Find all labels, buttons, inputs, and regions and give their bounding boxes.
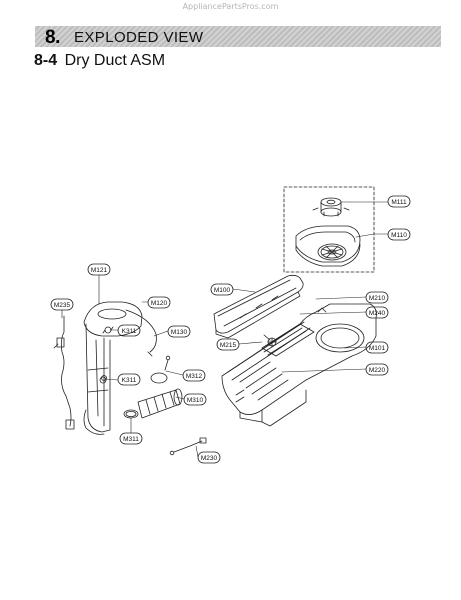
subsection-number: 8-4: [34, 52, 58, 69]
fan-assembly-group-box: [283, 186, 375, 273]
callout-m111: M111: [391, 199, 407, 206]
callout-ovals: [50, 195, 411, 464]
callout-m130: M130: [171, 329, 188, 336]
callout-m311: M311: [123, 436, 139, 443]
callout-m235: M235: [54, 302, 71, 309]
fan-housing-part: [295, 225, 361, 267]
section-header-bar: 8. EXPLODED VIEW: [35, 26, 441, 48]
callout-m121: M121: [91, 267, 108, 274]
callout-m100: M100: [214, 287, 231, 294]
clip-parts: [101, 326, 114, 381]
callout-m101: M101: [369, 345, 386, 352]
subsection-heading: 8-4 Dry Duct ASM: [34, 52, 165, 70]
callout-m210: M210: [369, 295, 386, 302]
callout-m220: M220: [369, 367, 386, 374]
callout-m310: M310: [187, 397, 204, 404]
callout-m240: M240: [369, 310, 386, 317]
watermark: AppliancePartsPros.com: [182, 2, 279, 11]
nozzle-part: [150, 355, 171, 384]
callout-m215: M215: [220, 342, 237, 349]
callout-m110: M110: [391, 232, 407, 239]
duct-body-part: [221, 303, 377, 427]
callout-m312: M312: [186, 373, 203, 380]
thermistor-part: [169, 437, 207, 456]
wire-part: [125, 309, 157, 357]
fan-motor-part: [312, 197, 350, 217]
bellows-hose-part: [137, 388, 183, 419]
leader-lines: [61, 201, 389, 458]
callout-m120: M120: [151, 300, 168, 307]
section-number: 8.: [45, 27, 60, 48]
callout-k311-bottom: K311: [122, 377, 137, 384]
sensor-harness-part: [53, 315, 75, 430]
callout-m230: M230: [201, 455, 218, 462]
section-title: EXPLODED VIEW: [74, 29, 204, 46]
clamp-part: [123, 409, 139, 419]
subsection-title: Dry Duct ASM: [64, 52, 166, 69]
condense-duct-part: [83, 301, 143, 435]
callout-k311-top: K311: [122, 328, 137, 335]
duct-cover-part: [213, 274, 304, 339]
